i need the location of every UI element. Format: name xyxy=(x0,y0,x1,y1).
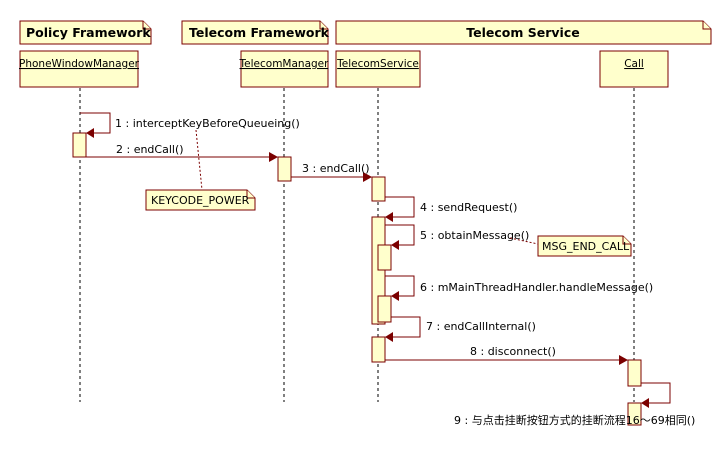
lifeline-head-telecomservice: TelecomService xyxy=(335,50,421,88)
activation-bar xyxy=(377,244,392,271)
message-6: 6 : mMainThreadHandler.handleMessage() xyxy=(385,275,653,301)
activation-bar xyxy=(72,132,87,158)
svg-text:PhoneWindowManager: PhoneWindowManager xyxy=(19,58,140,70)
note-msg-end-call: MSG_END_CALL xyxy=(537,235,632,257)
package-label: Telecom Framework xyxy=(189,25,330,40)
package-policy-framework: Policy Framework xyxy=(19,20,152,45)
svg-text:MSG_END_CALL: MSG_END_CALL xyxy=(542,240,630,253)
activation-bar xyxy=(627,402,642,426)
activation-bar xyxy=(371,176,386,202)
activation-bar xyxy=(627,359,642,387)
message-2: 2 : endCall() xyxy=(86,143,278,162)
package-telecom-service: Telecom Service xyxy=(335,20,712,45)
activation-bar xyxy=(377,295,392,323)
message-5: 5 : obtainMessage() xyxy=(385,224,529,250)
svg-text:KEYCODE_POWER: KEYCODE_POWER xyxy=(151,194,250,207)
svg-text:1 : interceptKeyBeforeQueueing: 1 : interceptKeyBeforeQueueing() xyxy=(115,117,300,130)
lifeline-head-phonewindowmanager: PhoneWindowManager xyxy=(19,50,140,88)
note-anchor xyxy=(509,237,539,245)
package-label: Telecom Service xyxy=(466,25,579,40)
package-telecom-framework: Telecom Framework xyxy=(181,20,330,45)
message-4: 4 : sendRequest() xyxy=(385,196,517,222)
lifeline-head-call: Call xyxy=(599,50,669,88)
note-keycode-power: KEYCODE_POWER xyxy=(145,189,256,211)
lifeline-head-telecommanager: TelecomManager xyxy=(239,50,330,88)
activation-bar xyxy=(277,156,292,182)
svg-text:TelecomManager: TelecomManager xyxy=(239,58,330,70)
svg-text:3 : endCall(): 3 : endCall() xyxy=(302,162,370,175)
message-3: 3 : endCall() xyxy=(291,162,372,182)
message-1: 1 : interceptKeyBeforeQueueing() xyxy=(80,112,300,138)
svg-text:4 : sendRequest(): 4 : sendRequest() xyxy=(420,201,517,214)
svg-text:7 : endCallInternal(): 7 : endCallInternal() xyxy=(426,320,536,333)
package-label: Policy Framework xyxy=(26,25,151,40)
message-8: 8 : disconnect() xyxy=(385,345,628,365)
svg-text:2 : endCall(): 2 : endCall() xyxy=(116,143,184,156)
svg-text:6 : mMainThreadHandler.handleM: 6 : mMainThreadHandler.handleMessage() xyxy=(420,281,653,294)
activation-bar xyxy=(371,336,386,363)
svg-text:5 : obtainMessage(): 5 : obtainMessage() xyxy=(420,229,529,242)
message-7: 7 : endCallInternal() xyxy=(385,316,536,342)
note-anchor xyxy=(195,129,203,191)
svg-text:Call: Call xyxy=(624,58,644,70)
message-9: 9 : 与点击挂断按钮方式的挂断流程16～69相同() xyxy=(454,382,695,427)
svg-text:9 : 与点击挂断按钮方式的挂断流程16～69相同(): 9 : 与点击挂断按钮方式的挂断流程16～69相同() xyxy=(454,413,695,427)
svg-text:TelecomService: TelecomService xyxy=(336,58,419,70)
svg-text:8 : disconnect(): 8 : disconnect() xyxy=(470,345,556,358)
